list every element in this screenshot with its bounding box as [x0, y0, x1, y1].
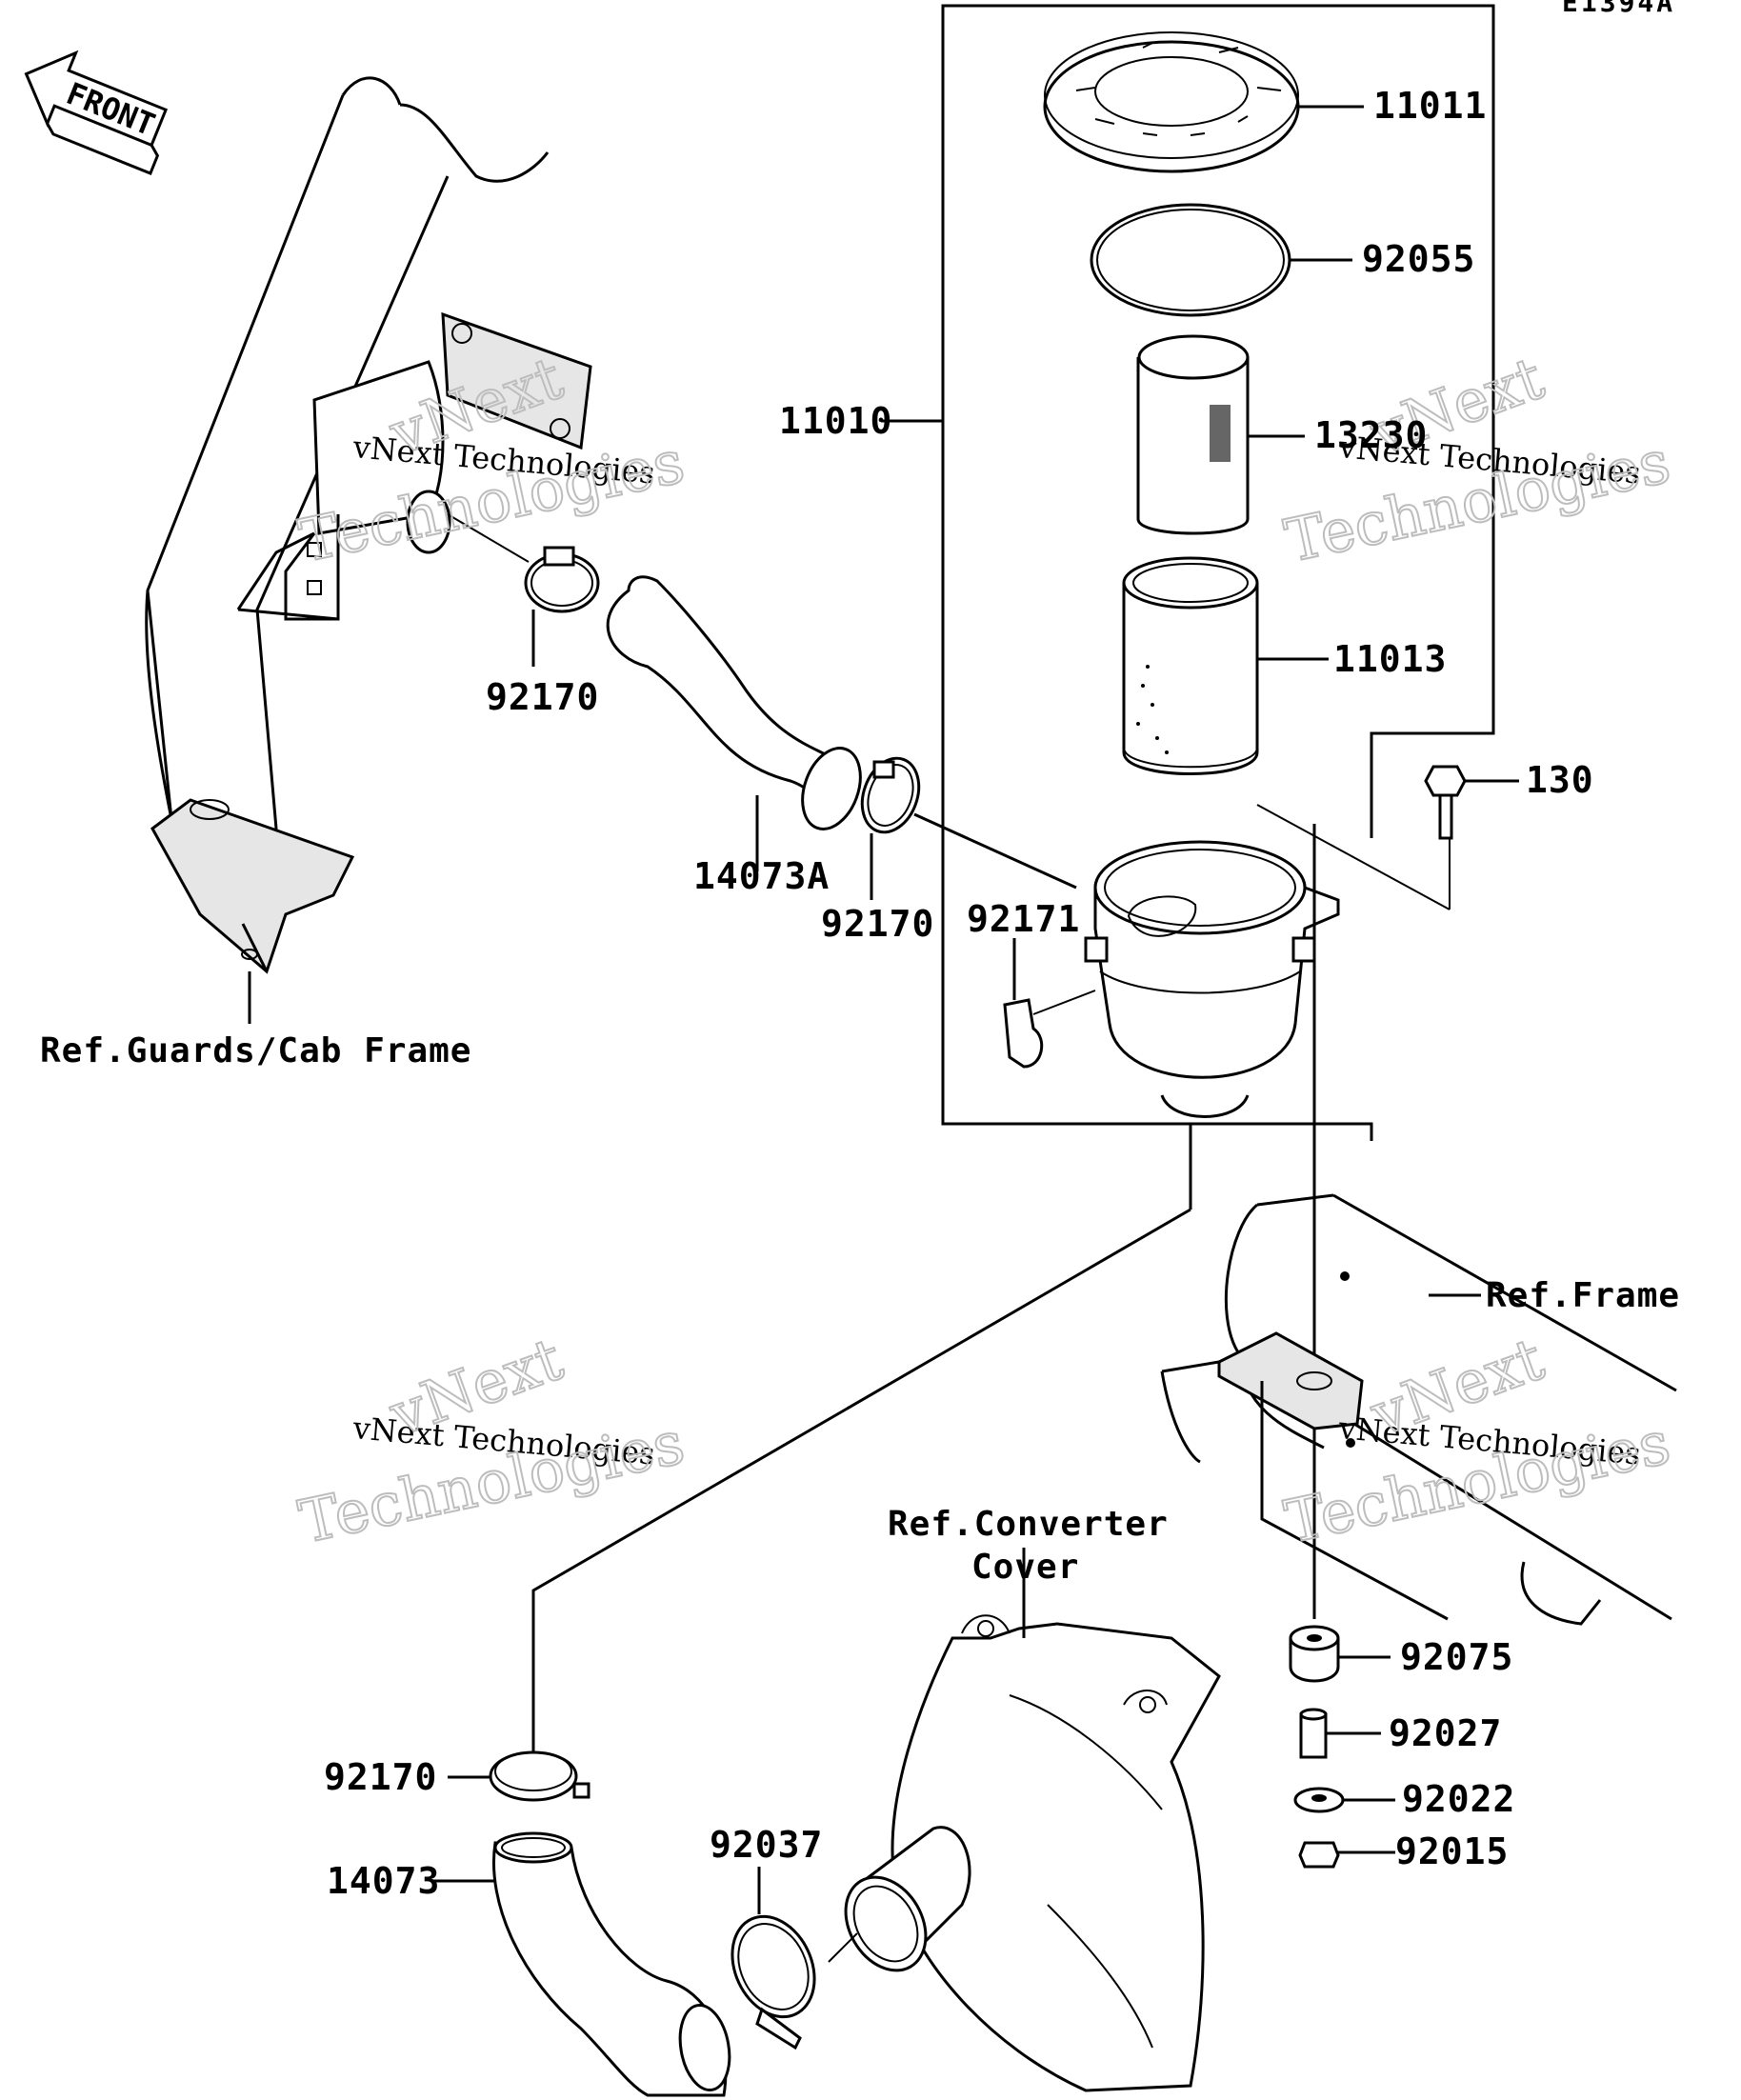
part-number[interactable]: 92170	[821, 903, 934, 945]
part-number[interactable]: 92075	[1400, 1636, 1513, 1678]
washer	[1293, 1787, 1395, 1813]
ref-frame-label[interactable]: Ref.Frame	[1486, 1276, 1680, 1315]
intake-hose-lower	[433, 1831, 731, 2097]
front-arrow-icon: FRONT	[24, 50, 169, 176]
part-number[interactable]: 11013	[1333, 638, 1447, 680]
intake-hose-upper	[606, 575, 862, 871]
assembly-box	[941, 4, 1495, 1141]
collar	[1299, 1708, 1381, 1759]
part-number[interactable]: 92171	[967, 898, 1080, 940]
ref-guards-label[interactable]: Ref.Guards/Cab Frame	[40, 1031, 471, 1070]
o-ring	[1090, 203, 1352, 317]
watermark: vNext Technologies vNext Technologies vN…	[292, 342, 1677, 1558]
part-number[interactable]: 92027	[1389, 1712, 1502, 1754]
part-number[interactable]: 92170	[486, 676, 599, 718]
air-cleaner-housing	[913, 804, 1451, 1118]
inner-filter-element	[1136, 334, 1305, 535]
hose-clamp-top	[447, 513, 600, 667]
part-number[interactable]: 11011	[1373, 85, 1487, 127]
front-label: FRONT	[62, 75, 161, 143]
nut	[1298, 1841, 1395, 1869]
part-number[interactable]: 14073	[327, 1860, 440, 1902]
part-number[interactable]: 130	[1526, 759, 1594, 801]
hose-clamp-mid	[860, 756, 921, 900]
air-cleaner-cap	[1043, 31, 1364, 173]
part-number[interactable]: 92015	[1395, 1830, 1509, 1872]
part-number[interactable]: 92037	[710, 1824, 823, 1866]
part-number[interactable]: 11010	[779, 400, 892, 442]
duct-clamp	[730, 1867, 858, 2050]
hose-clamp-bottom	[448, 1750, 590, 1802]
part-number[interactable]: 13230	[1314, 414, 1428, 456]
cab-frame-tube	[145, 76, 592, 1024]
ref-converter-label[interactable]: Ref.Converter	[888, 1505, 1169, 1544]
diagram-code: E1394A	[1562, 0, 1675, 18]
bolt	[1424, 765, 1519, 910]
grommet	[1289, 1625, 1391, 1683]
part-number[interactable]: 14073A	[693, 855, 830, 897]
part-number[interactable]: 92055	[1362, 238, 1475, 280]
ref-converter-label-2[interactable]: Cover	[971, 1548, 1079, 1587]
converter-cover	[844, 1548, 1221, 2092]
frame-rail	[1160, 1193, 1677, 1626]
wire-clip	[1003, 938, 1096, 1069]
part-number[interactable]: 92022	[1402, 1778, 1515, 1820]
part-number[interactable]: 92170	[324, 1756, 437, 1798]
outer-filter-element	[1122, 556, 1329, 775]
